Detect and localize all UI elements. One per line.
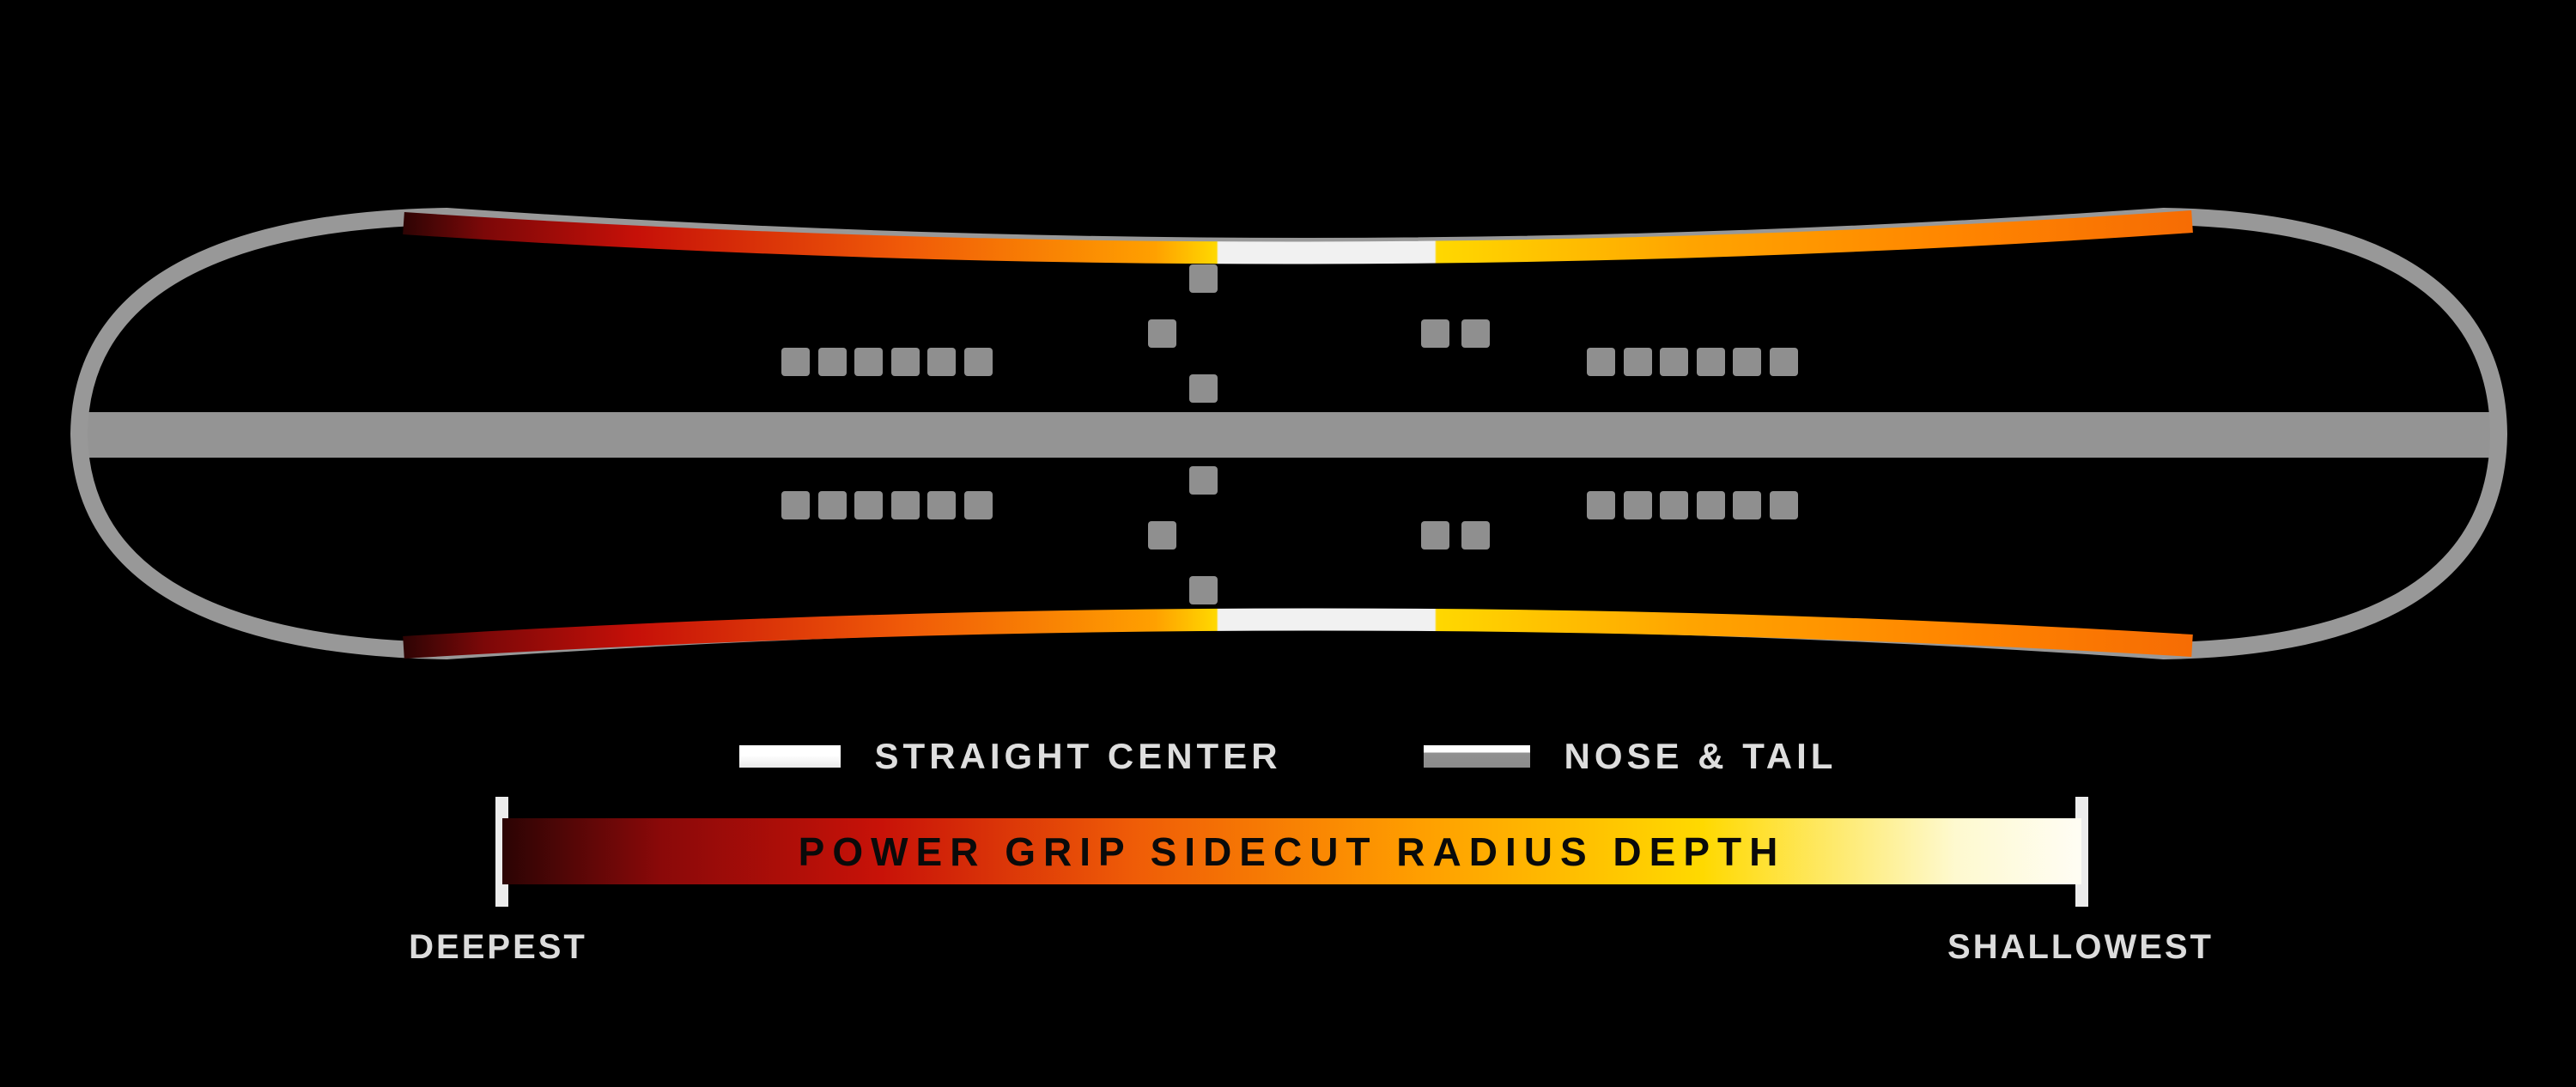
insert-mark <box>1461 521 1490 550</box>
nose-tail-swatch-icon <box>1423 745 1530 768</box>
insert-mark <box>964 491 993 519</box>
insert-mark <box>927 348 956 376</box>
insert-mark <box>1189 264 1218 293</box>
board-center-band <box>79 412 2499 458</box>
insert-mark <box>1697 348 1725 376</box>
insert-mark <box>818 348 847 376</box>
insert-mark <box>1660 348 1688 376</box>
insert-mark <box>1733 491 1761 519</box>
insert-mark <box>1733 348 1761 376</box>
insert-mark <box>1770 491 1798 519</box>
insert-mark <box>1587 491 1615 519</box>
insert-mark <box>927 491 956 519</box>
insert-mark <box>891 348 920 376</box>
insert-mark <box>964 348 993 376</box>
insert-mark <box>1660 491 1688 519</box>
legend-item-nose-tail: NOSE & TAIL <box>1423 736 1838 777</box>
sidecut-gradient-edge-bottom <box>403 608 2193 659</box>
legend: STRAIGHT CENTER NOSE & TAIL <box>0 736 2576 777</box>
scale-label-shallowest: SHALLOWEST <box>1947 928 2214 966</box>
insert-mark <box>1148 319 1176 348</box>
insert-mark <box>1461 319 1490 348</box>
insert-mark <box>854 491 883 519</box>
scale-bar-title: POWER GRIP SIDECUT RADIUS DEPTH <box>798 829 1786 874</box>
insert-marks <box>781 264 1798 604</box>
legend-label-straight-center: STRAIGHT CENTER <box>874 736 1282 776</box>
insert-mark <box>1421 319 1449 348</box>
insert-mark <box>1697 491 1725 519</box>
insert-mark <box>1189 466 1218 495</box>
sidecut-gradient-edge-top <box>403 210 2193 264</box>
insert-mark <box>781 491 810 519</box>
insert-mark <box>1189 576 1218 604</box>
insert-mark <box>1624 348 1652 376</box>
insert-mark <box>781 348 810 376</box>
insert-mark <box>1421 521 1449 550</box>
scale-label-deepest: DEEPEST <box>409 928 587 966</box>
radius-depth-scale-bar: POWER GRIP SIDECUT RADIUS DEPTH <box>502 818 2081 884</box>
insert-mark <box>1587 348 1615 376</box>
straight-center-swatch-icon <box>738 745 841 768</box>
insert-mark <box>854 348 883 376</box>
insert-mark <box>1189 374 1218 403</box>
insert-mark <box>1770 348 1798 376</box>
insert-mark <box>1148 521 1176 550</box>
insert-mark <box>1624 491 1652 519</box>
legend-label-nose-tail: NOSE & TAIL <box>1564 736 1838 776</box>
insert-mark <box>891 491 920 519</box>
legend-item-straight-center: STRAIGHT CENTER <box>738 736 1282 777</box>
insert-mark <box>818 491 847 519</box>
